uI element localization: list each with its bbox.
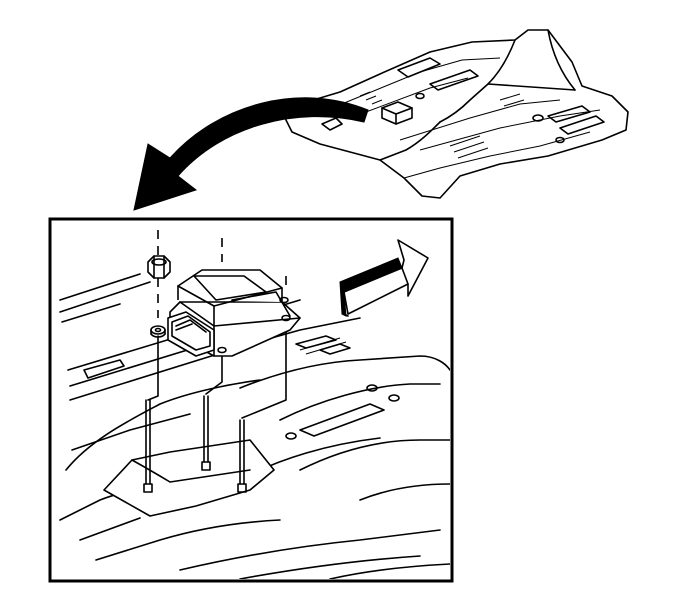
front-direction-arrow: [339, 239, 429, 317]
mounting-studs: [143, 395, 247, 493]
washer: [150, 325, 166, 338]
control-module: [167, 269, 301, 357]
callout-arrow: [133, 97, 369, 211]
vehicle-floor-pan-overview: [284, 29, 629, 199]
nut: [147, 255, 171, 279]
